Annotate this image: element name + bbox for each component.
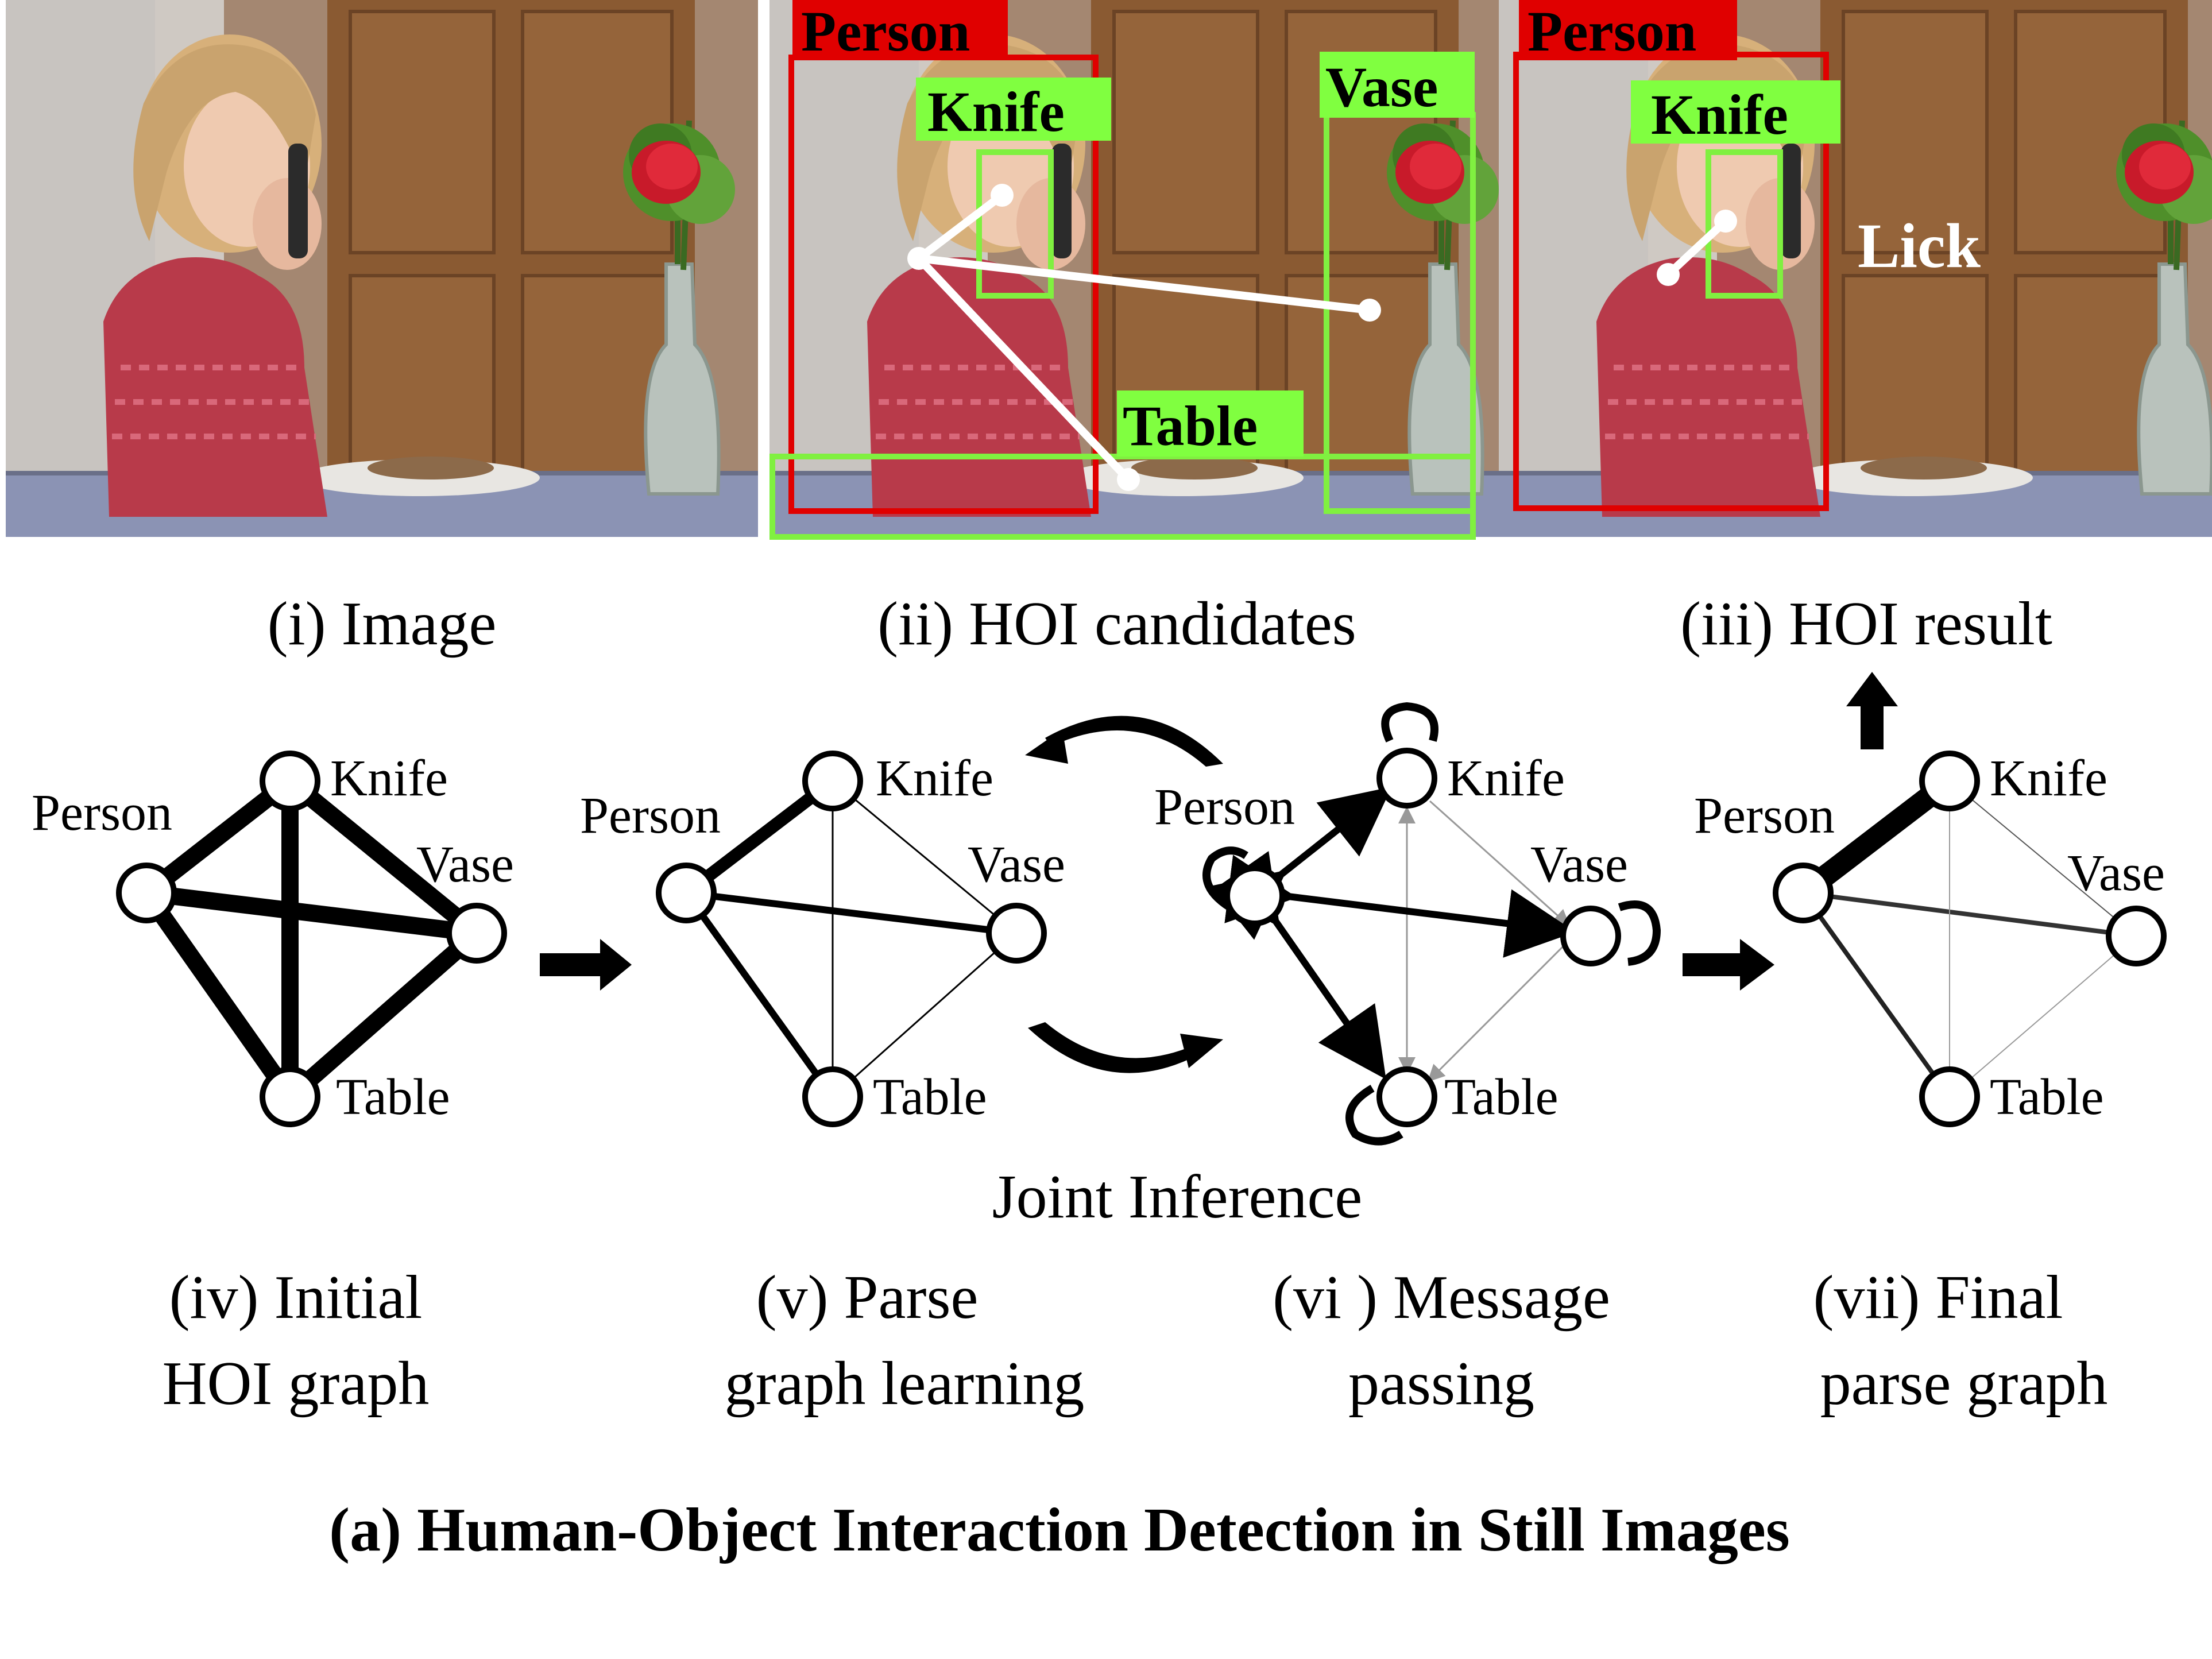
result-knife-label: Knife bbox=[1651, 83, 1788, 146]
node-table-label: Table bbox=[336, 1069, 450, 1126]
result-knife-label-bg bbox=[1631, 80, 1840, 144]
msg-node-person bbox=[1224, 865, 1285, 926]
arrow-iv-to-v bbox=[540, 939, 632, 991]
node-table bbox=[260, 1066, 320, 1127]
lick-knife-point bbox=[1714, 210, 1737, 233]
panel-hoi-candidates: Person Knife Vase Table bbox=[769, 0, 1522, 540]
result-knife-box bbox=[1706, 149, 1783, 299]
parse-node-table bbox=[802, 1066, 863, 1127]
self-loop-vase bbox=[1618, 900, 1661, 966]
candidate-lines bbox=[915, 191, 1374, 484]
person-label: Person bbox=[801, 0, 970, 63]
msg-node-vase bbox=[1560, 906, 1621, 966]
knife-box bbox=[976, 149, 1054, 299]
caption-message-line2: passing bbox=[1348, 1349, 1534, 1418]
node-knife-label: Knife bbox=[330, 750, 448, 807]
caption-parse-line1: (v) Parse bbox=[756, 1263, 979, 1332]
action-label: Lick bbox=[1858, 211, 1981, 281]
caption-initial-line1: (iv) Initial bbox=[169, 1263, 423, 1332]
final-node-vase-label: Vase bbox=[2067, 845, 2165, 902]
curved-arrow-top-head bbox=[1025, 729, 1068, 764]
caption-result: (iii) HOI result bbox=[1680, 590, 2052, 658]
msg-node-vase-label: Vase bbox=[1530, 836, 1628, 893]
parse-node-vase-label: Vase bbox=[968, 836, 1065, 893]
lick-line bbox=[1664, 217, 1730, 279]
final-node-knife bbox=[1919, 751, 1980, 811]
self-loop-table bbox=[1345, 1084, 1403, 1146]
msg-node-person-label: Person bbox=[1154, 779, 1295, 836]
panel-hoi-result: Person Knife Lick bbox=[1499, 0, 2212, 537]
parse-node-knife-label: Knife bbox=[876, 750, 993, 807]
curved-arrow-bottom-head bbox=[1180, 1034, 1223, 1068]
joint-inference-label: Joint Inference bbox=[992, 1163, 1363, 1231]
msg-node-table-label: Table bbox=[1444, 1069, 1559, 1126]
result-person-label-bg bbox=[1519, 0, 1737, 60]
parse-node-vase bbox=[986, 903, 1047, 964]
arrow-vi-to-vii bbox=[1683, 939, 1774, 991]
node-vase bbox=[446, 903, 507, 964]
final-node-knife-label: Knife bbox=[1990, 750, 2107, 807]
parse-node-person-label: Person bbox=[580, 787, 721, 844]
node-person bbox=[116, 863, 177, 923]
caption-image: (i) Image bbox=[268, 590, 497, 658]
figure-title: (a) Human-Object Interaction Detection i… bbox=[329, 1496, 1790, 1564]
curved-arrow-bottom bbox=[1028, 1022, 1200, 1073]
msg-node-table bbox=[1376, 1066, 1437, 1127]
msg-node-knife bbox=[1376, 748, 1437, 809]
node-person-label: Person bbox=[32, 784, 172, 841]
final-node-vase bbox=[2106, 906, 2167, 966]
lick-person-point bbox=[1657, 263, 1680, 286]
caption-candidates: (ii) HOI candidates bbox=[877, 590, 1356, 658]
joint-inference-loop bbox=[1025, 716, 1223, 1073]
up-arrow bbox=[1846, 672, 1898, 749]
parse-node-person bbox=[656, 863, 717, 923]
caption-initial-line2: HOI graph bbox=[163, 1349, 430, 1418]
final-node-person-label: Person bbox=[1694, 787, 1835, 844]
graph-initial: Person Knife Vase Table bbox=[32, 750, 514, 1127]
caption-final-line1: (vii) Final bbox=[1813, 1263, 2063, 1332]
graph-parse: Person Knife Vase Table bbox=[580, 750, 1065, 1127]
table-label: Table bbox=[1123, 394, 1258, 458]
parse-node-knife bbox=[802, 751, 863, 811]
curved-arrow-top bbox=[1045, 716, 1223, 767]
msg-node-knife-label: Knife bbox=[1447, 750, 1565, 807]
parse-node-table-label: Table bbox=[873, 1069, 987, 1126]
table-point bbox=[1117, 468, 1140, 491]
panel-image bbox=[6, 0, 758, 537]
graph-final: Person Knife Vase Table bbox=[1694, 750, 2167, 1127]
vase-label-bg bbox=[1320, 52, 1475, 118]
final-node-table-label: Table bbox=[1990, 1069, 2104, 1126]
knife-point bbox=[991, 184, 1014, 207]
self-loop-person bbox=[1202, 846, 1248, 914]
vase-point bbox=[1358, 299, 1381, 322]
self-loop-knife bbox=[1381, 702, 1438, 743]
graph-message-passing: Person Knife Vase Table bbox=[1154, 702, 1661, 1146]
node-vase-label: Vase bbox=[416, 836, 514, 893]
person-point bbox=[907, 247, 930, 270]
final-node-person bbox=[1773, 863, 1834, 923]
table-label-bg bbox=[1117, 390, 1304, 457]
photo-result bbox=[1499, 0, 2212, 537]
result-person-label: Person bbox=[1527, 0, 1696, 63]
photo-image bbox=[6, 0, 758, 537]
final-node-table bbox=[1919, 1066, 1980, 1127]
vase-label: Vase bbox=[1325, 55, 1438, 119]
knife-label: Knife bbox=[927, 80, 1065, 144]
caption-parse-line2: graph learning bbox=[725, 1349, 1085, 1418]
knife-label-bg bbox=[916, 78, 1111, 141]
node-knife bbox=[260, 751, 320, 811]
caption-message-line1: (vi ) Message bbox=[1273, 1263, 1610, 1332]
caption-final-line2: parse graph bbox=[1820, 1349, 2108, 1418]
person-label-bg bbox=[792, 0, 1008, 60]
